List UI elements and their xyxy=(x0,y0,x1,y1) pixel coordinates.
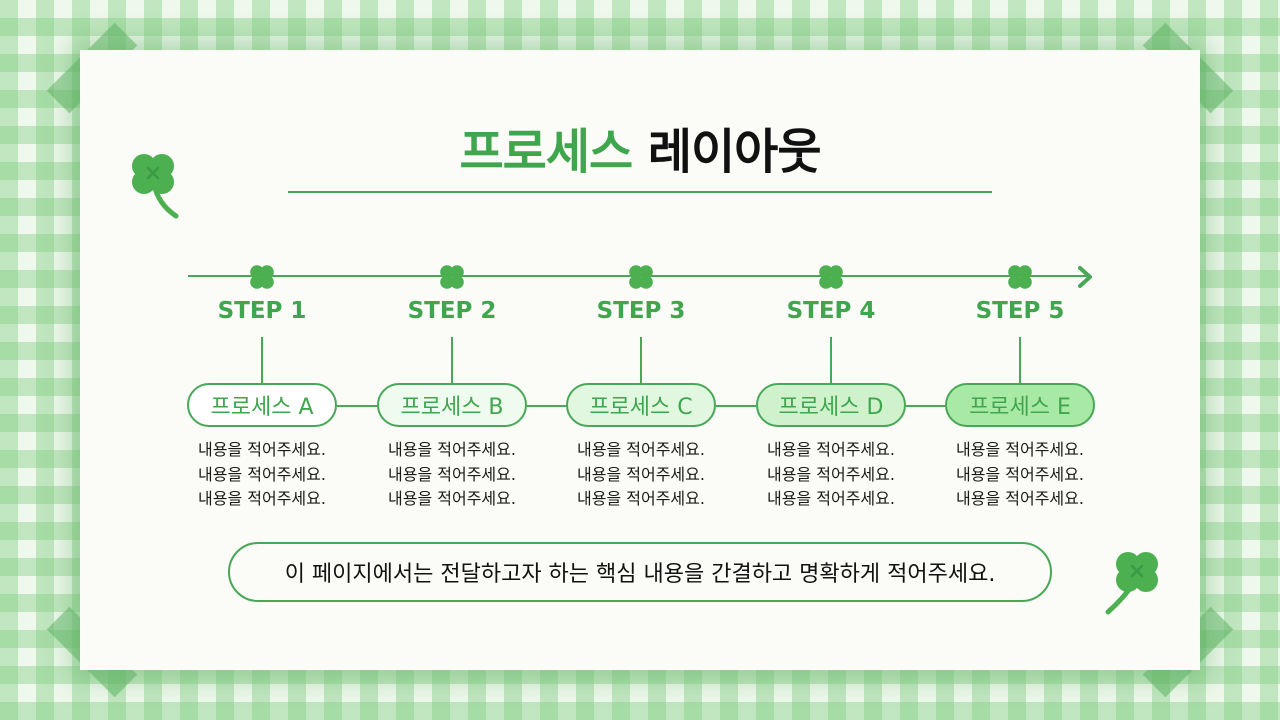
description-line: 내용을 적어주세요. xyxy=(577,464,705,484)
step-label: STEP 5 xyxy=(975,298,1065,324)
description-line: 내용을 적어주세요. xyxy=(198,440,326,459)
title-rest: 레이아웃 xyxy=(647,124,822,180)
step-label: STEP 2 xyxy=(407,298,497,324)
description-line: 내용을 적어주세요. xyxy=(767,440,895,459)
clover-sticker-icon xyxy=(1105,552,1158,615)
process-label: 프로세스 A xyxy=(210,395,314,420)
four-leaf-clover-icon xyxy=(1008,265,1032,289)
title-accent: 프로세스 xyxy=(459,124,634,180)
process-pill: 프로세스 E xyxy=(945,383,1095,427)
process-pill: 프로세스 B xyxy=(377,383,527,427)
description-line: 내용을 적어주세요. xyxy=(388,440,516,459)
description-line: 내용을 적어주세요. xyxy=(956,489,1084,508)
step-connector xyxy=(261,337,263,383)
step-connector xyxy=(830,337,832,383)
description-line: 내용을 적어주세요. xyxy=(767,464,895,484)
step-connector xyxy=(1019,337,1021,383)
step-connector xyxy=(451,337,453,383)
description-line: 내용을 적어주세요. xyxy=(956,464,1084,484)
step-label: STEP 1 xyxy=(217,298,307,324)
process-pill: 프로세스 C xyxy=(566,383,716,427)
step-connector xyxy=(640,337,642,383)
step-label: STEP 4 xyxy=(786,298,876,324)
clover-sticker-icon xyxy=(132,154,179,219)
description-line: 내용을 적어주세요. xyxy=(956,440,1084,459)
page-title: 프로세스 레이아웃 xyxy=(0,112,1280,182)
four-leaf-clover-icon xyxy=(250,265,274,289)
four-leaf-clover-icon xyxy=(440,265,464,289)
process-pill: 프로세스 A xyxy=(187,383,337,427)
description-line: 내용을 적어주세요. xyxy=(577,440,705,459)
description-line: 내용을 적어주세요. xyxy=(388,489,516,508)
step-description: 내용을 적어주세요. 내용을 적어주세요. 내용을 적어주세요. xyxy=(556,438,726,512)
process-label: 프로세스 D xyxy=(778,395,884,420)
pill-connector xyxy=(527,405,566,407)
title-divider xyxy=(288,191,992,193)
summary-text: 이 페이지에서는 전달하고자 하는 핵심 내용을 간결하고 명확하게 적어주세요… xyxy=(284,562,996,587)
description-line: 내용을 적어주세요. xyxy=(388,464,516,484)
pill-connector xyxy=(716,405,756,407)
pill-connector xyxy=(337,405,377,407)
step-description: 내용을 적어주세요. 내용을 적어주세요. 내용을 적어주세요. xyxy=(746,438,916,512)
four-leaf-clover-icon xyxy=(819,265,843,289)
summary-box: 이 페이지에서는 전달하고자 하는 핵심 내용을 간결하고 명확하게 적어주세요… xyxy=(228,542,1052,602)
step-description: 내용을 적어주세요. 내용을 적어주세요. 내용을 적어주세요. xyxy=(367,438,537,512)
description-line: 내용을 적어주세요. xyxy=(577,489,705,508)
process-label: 프로세스 E xyxy=(969,395,1071,420)
process-label: 프로세스 C xyxy=(589,395,693,420)
description-line: 내용을 적어주세요. xyxy=(198,464,326,484)
step-label: STEP 3 xyxy=(596,298,686,324)
process-pill: 프로세스 D xyxy=(756,383,906,427)
description-line: 내용을 적어주세요. xyxy=(198,489,326,508)
description-line: 내용을 적어주세요. xyxy=(767,489,895,508)
step-description: 내용을 적어주세요. 내용을 적어주세요. 내용을 적어주세요. xyxy=(935,438,1105,512)
step-description: 내용을 적어주세요. 내용을 적어주세요. 내용을 적어주세요. xyxy=(177,438,347,512)
pill-connector xyxy=(906,405,945,407)
chevron-right-icon xyxy=(1078,266,1092,288)
four-leaf-clover-icon xyxy=(629,265,653,289)
process-label: 프로세스 B xyxy=(400,395,504,420)
